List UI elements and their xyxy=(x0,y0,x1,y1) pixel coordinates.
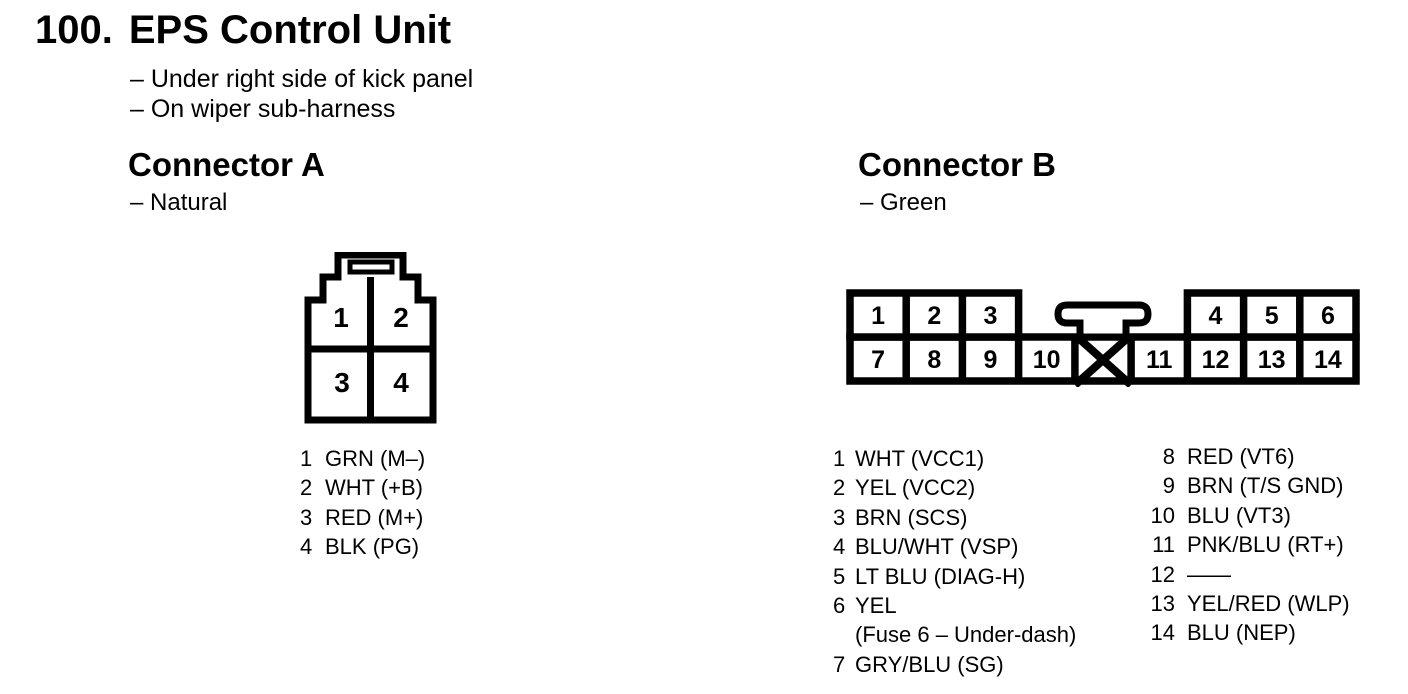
connector-b-pin-list-right: 8 RED (VT6) 9 BRN (T/S GND) 10 BLU (VT3)… xyxy=(1149,442,1350,648)
pin-description: YEL xyxy=(855,593,897,619)
pin-row: 6 YEL xyxy=(833,591,1076,620)
pin-row: 8 RED (VT6) xyxy=(1149,442,1350,471)
pin-number: 2 xyxy=(300,475,313,501)
cavity-number: 11 xyxy=(1146,346,1173,374)
pin-row: 7 GRY/BLU (SG) xyxy=(833,650,1076,679)
location-notes: – Under right side of kick panel – On wi… xyxy=(130,64,473,124)
item-title: EPS Control Unit xyxy=(128,8,452,52)
latch-slot-icon xyxy=(347,259,395,275)
pin-number: 1 xyxy=(300,446,313,471)
pin-description: BLU/WHT (VSP) xyxy=(855,534,1019,560)
pin-description: —— xyxy=(1187,561,1231,587)
cavity-number: 1 xyxy=(871,302,885,330)
pin-row: 12 —— xyxy=(1149,560,1350,589)
pin-number: 4 xyxy=(833,534,846,560)
item-number: 100. xyxy=(35,8,113,52)
pin-number: 8 xyxy=(1162,444,1175,469)
cavity-number: 6 xyxy=(1321,302,1335,330)
pin-row: 11 PNK/BLU (RT+) xyxy=(1149,530,1350,559)
pin-description: BLU (NEP) xyxy=(1187,620,1296,646)
pin-number: 3 xyxy=(300,504,313,530)
pin-description: (Fuse 6 – Under-dash) xyxy=(855,622,1077,648)
pin-number: 14 xyxy=(1150,620,1175,646)
cavity-number: 7 xyxy=(871,346,885,374)
connector-a-pin-list: 1 GRN (M–) 2 WHT (+B) 3 RED (M+) 4 BLK (… xyxy=(300,444,425,562)
pin-number: 1 xyxy=(833,446,846,471)
pin-row: 10 BLU (VT3) xyxy=(1149,501,1350,530)
pin-number: 12 xyxy=(1150,561,1175,587)
connector-b-heading: Connector B xyxy=(858,146,1056,183)
connector-a-heading: Connector A xyxy=(128,146,325,183)
cavity-number: 1 xyxy=(333,302,349,333)
pin-description: BRN (SCS) xyxy=(855,504,968,530)
location-line: – Under right side of kick panel xyxy=(130,65,474,93)
cavity-number: 4 xyxy=(1209,302,1223,330)
pin-row: 1 GRN (M–) xyxy=(300,444,425,473)
pin-row pin-continuation: (Fuse 6 – Under-dash) xyxy=(833,620,1076,649)
cavity-number: 9 xyxy=(984,346,998,374)
pin-description: BLK (PG) xyxy=(325,534,420,560)
pin-number: 13 xyxy=(1150,591,1175,617)
connector-a-diagram: 1 2 3 4 xyxy=(304,252,437,424)
pin-number: 5 xyxy=(833,563,846,589)
cavity-number: 5 xyxy=(1265,302,1279,330)
pin-number: 2 xyxy=(833,475,846,501)
pin-row: 4 BLU/WHT (VSP) xyxy=(833,532,1076,561)
pin-row: 14 BLU (NEP) xyxy=(1149,618,1350,647)
pin-number: 4 xyxy=(300,534,313,560)
pin-description: WHT (VCC1) xyxy=(855,446,985,471)
cavity-number: 12 xyxy=(1202,346,1230,374)
cavity-number: 8 xyxy=(927,346,941,374)
latch-tab-icon xyxy=(1054,301,1152,341)
pin-number: 3 xyxy=(833,504,846,530)
pin-row: 9 BRN (T/S GND) xyxy=(1149,471,1350,500)
cavity-number: 2 xyxy=(927,302,941,330)
cavity-number: 10 xyxy=(1033,346,1061,374)
pin-row: 2 WHT (+B) xyxy=(300,473,425,502)
location-line: – On wiper sub-harness xyxy=(130,95,396,123)
cavity-number: 3 xyxy=(984,302,998,330)
connector-a-color-note: – Natural xyxy=(130,189,228,216)
pin-description: LT BLU (DIAG-H) xyxy=(855,563,1026,589)
pin-description: YEL/RED (WLP) xyxy=(1187,591,1350,617)
pin-description: BLU (VT3) xyxy=(1187,502,1291,528)
pin-row: 2 YEL (VCC2) xyxy=(833,473,1076,502)
pin-number: 9 xyxy=(1162,473,1175,499)
pin-description: YEL (VCC2) xyxy=(855,475,976,501)
pin-row: 3 RED (M+) xyxy=(300,503,425,532)
pin-number: 6 xyxy=(833,593,846,619)
pin-description: GRN (M–) xyxy=(325,446,426,471)
cavity-number: 13 xyxy=(1258,346,1286,374)
pin-row: 3 BRN (SCS) xyxy=(833,503,1076,532)
pin-description: RED (M+) xyxy=(325,504,424,530)
cavity-number: 2 xyxy=(393,302,409,333)
pin-description: WHT (+B) xyxy=(325,475,423,501)
pin-number: 7 xyxy=(833,651,846,677)
connector-b-top-right-block-outline xyxy=(1183,289,1360,341)
pin-number: 11 xyxy=(1152,532,1175,558)
blocked-cavity-x-icon xyxy=(1072,332,1134,387)
pin-number xyxy=(833,620,845,649)
pin-description: BRN (T/S GND) xyxy=(1187,473,1344,499)
pin-description: PNK/BLU (RT+) xyxy=(1187,532,1344,558)
connector-b-diagram: 1 2 3 4 5 6 7 8 9 10 11 12 13 14 xyxy=(846,289,1360,387)
pin-row: 13 YEL/RED (WLP) xyxy=(1149,589,1350,618)
connector-b-top-left-block-outline xyxy=(846,289,1023,341)
connector-b-color-note: – Green xyxy=(860,189,947,216)
pin-row: 1 WHT (VCC1) xyxy=(833,444,1076,473)
cavity-number: 14 xyxy=(1314,346,1342,374)
cavity-number: 4 xyxy=(393,367,409,398)
cavity-number: 3 xyxy=(334,367,350,398)
pin-row: 5 LT BLU (DIAG-H) xyxy=(833,562,1076,591)
page-title: 100. EPS Control Unit xyxy=(35,8,451,53)
pin-description: GRY/BLU (SG) xyxy=(855,651,1004,677)
pin-row: 4 BLK (PG) xyxy=(300,532,425,561)
connector-b-pin-list-left: 1 WHT (VCC1) 2 YEL (VCC2) 3 BRN (SCS) 4 … xyxy=(833,444,1076,679)
pin-description: RED (VT6) xyxy=(1187,444,1295,469)
pin-number: 10 xyxy=(1150,502,1175,528)
